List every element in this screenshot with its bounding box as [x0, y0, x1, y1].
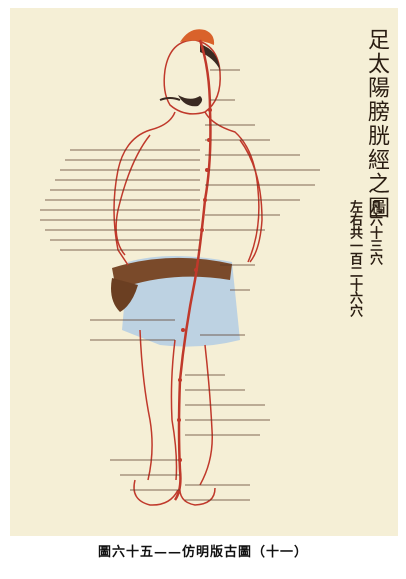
- beard: [178, 95, 202, 106]
- figure-caption: 圖六十五——仿明版古圖（十一）: [0, 541, 406, 560]
- total-point-count: 左右共一百二十六穴: [346, 200, 362, 317]
- point-count: 凡六十三穴: [366, 200, 382, 265]
- mustache: [160, 98, 180, 100]
- figure-title: 足太陽膀胱經之圖: [363, 28, 389, 220]
- hair-topknot: [180, 29, 214, 45]
